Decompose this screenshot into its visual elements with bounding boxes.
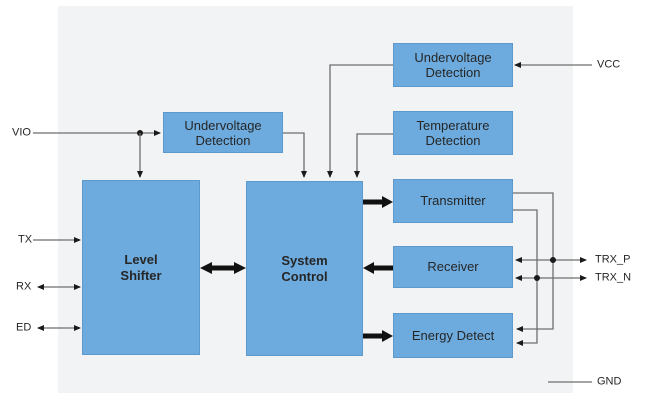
energy-detect-block: Energy Detect [393, 313, 513, 358]
block-label: Level [124, 251, 158, 267]
undervoltage-detection-vio-block: Undervoltage Detection [163, 112, 283, 153]
block-label: Undervoltage [414, 50, 492, 65]
pin-label-vio: VIO [12, 126, 31, 139]
block-label: Detection [425, 65, 481, 80]
undervoltage-top-to-system-line [327, 64, 393, 178]
block-label: Undervoltage [184, 117, 262, 133]
pin-label-gnd: GND [597, 375, 622, 388]
undervoltage-left-to-system-line [283, 132, 307, 178]
undervoltage-detection-vcc-block: Undervoltage Detection [393, 43, 513, 87]
block-label: Detection [195, 132, 251, 148]
system-to-energy-arrowhead [382, 330, 393, 342]
system-to-transmitter-arrowhead [382, 196, 393, 208]
level-system-bus-left-arrowhead [200, 262, 212, 274]
transmitter-to-energy-upper-line [513, 192, 554, 332]
system-control-block: System Control [246, 181, 363, 356]
block-label: System [281, 252, 328, 268]
pin-label-ed: ED [16, 321, 32, 334]
trx-n-junction-dot [534, 275, 540, 281]
level-system-bus-right-arrowhead [234, 262, 246, 274]
block-label: Control [281, 268, 328, 284]
pin-label-trx-p: TRX_P [595, 253, 631, 266]
pin-label-rx: RX [16, 280, 32, 293]
block-label: Detection [425, 133, 481, 148]
transmitter-block: Transmitter [393, 179, 513, 223]
trx-p-junction-dot [550, 257, 556, 263]
block-label: Transmitter [420, 193, 486, 208]
pin-label-trx-n: TRX_N [595, 271, 632, 284]
transmitter-to-energy-lower-line [513, 209, 538, 346]
block-label: Temperature [416, 118, 490, 133]
receiver-to-system-arrowhead [363, 262, 374, 274]
receiver-block: Receiver [393, 246, 513, 288]
block-label: Energy Detect [411, 327, 495, 343]
pin-label-tx: TX [18, 233, 33, 246]
temperature-to-system-line [354, 133, 393, 178]
block-label: Shifter [120, 267, 162, 283]
level-shifter-block: Level Shifter [82, 180, 200, 355]
temperature-detection-block: Temperature Detection [393, 111, 513, 155]
pin-label-vcc: VCC [597, 58, 621, 71]
block-label: Receiver [427, 259, 479, 274]
